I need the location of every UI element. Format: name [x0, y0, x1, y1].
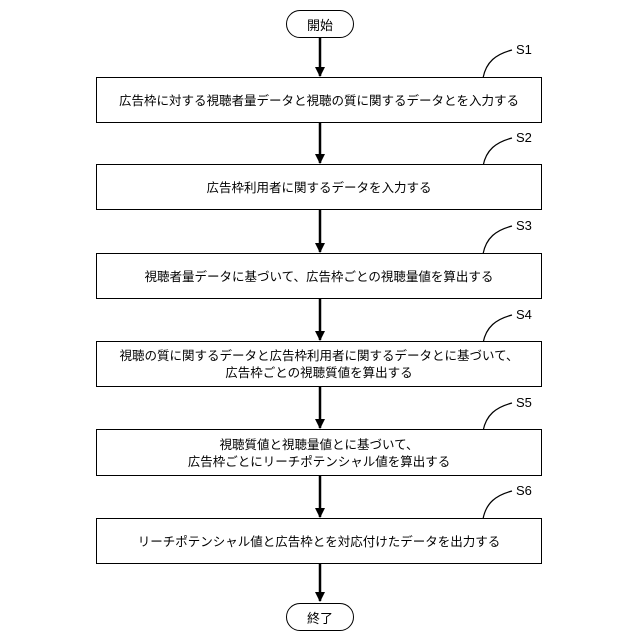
process-box-s3: 視聴者量データに基づいて、広告枠ごとの視聴量値を算出する — [96, 253, 542, 299]
step-id-s3: S3 — [516, 218, 532, 233]
process-box-s1: 広告枠に対する視聴者量データと視聴の質に関するデータとを入力する — [96, 77, 542, 123]
process-box-s6: リーチポテンシャル値と広告枠とを対応付けたデータを出力する — [96, 518, 542, 564]
step-text-s5: 視聴質値と視聴量値とに基づいて、 広告枠ごとにリーチポテンシャル値を算出する — [188, 436, 451, 470]
step-text-s6: リーチポテンシャル値と広告枠とを対応付けたデータを出力する — [138, 533, 501, 550]
process-box-s2: 広告枠利用者に関するデータを入力する — [96, 164, 542, 210]
end-label: 終了 — [307, 608, 333, 627]
leader-s5 — [483, 403, 512, 431]
leader-s4 — [483, 315, 512, 343]
leader-s1 — [483, 50, 512, 78]
step-text-s2: 広告枠利用者に関するデータを入力する — [206, 179, 431, 196]
process-box-s4: 視聴の質に関するデータと広告枠利用者に関するデータとに基づいて、 広告枠ごとの視… — [96, 341, 542, 387]
step-id-s4: S4 — [516, 307, 532, 322]
leader-s6 — [483, 491, 512, 519]
step-text-s1: 広告枠に対する視聴者量データと視聴の質に関するデータとを入力する — [119, 92, 519, 109]
step-id-s1: S1 — [516, 42, 532, 57]
end-terminal: 終了 — [286, 603, 354, 631]
leader-s2 — [483, 138, 512, 166]
step-text-s4: 視聴の質に関するデータと広告枠利用者に関するデータとに基づいて、 広告枠ごとの視… — [119, 347, 518, 381]
leader-s3 — [483, 226, 512, 254]
start-terminal: 開始 — [286, 10, 354, 38]
step-id-s2: S2 — [516, 130, 532, 145]
step-id-s6: S6 — [516, 483, 532, 498]
process-box-s5: 視聴質値と視聴量値とに基づいて、 広告枠ごとにリーチポテンシャル値を算出する — [96, 429, 542, 476]
step-id-s5: S5 — [516, 395, 532, 410]
step-text-s3: 視聴者量データに基づいて、広告枠ごとの視聴量値を算出する — [145, 268, 494, 285]
start-label: 開始 — [307, 15, 333, 34]
